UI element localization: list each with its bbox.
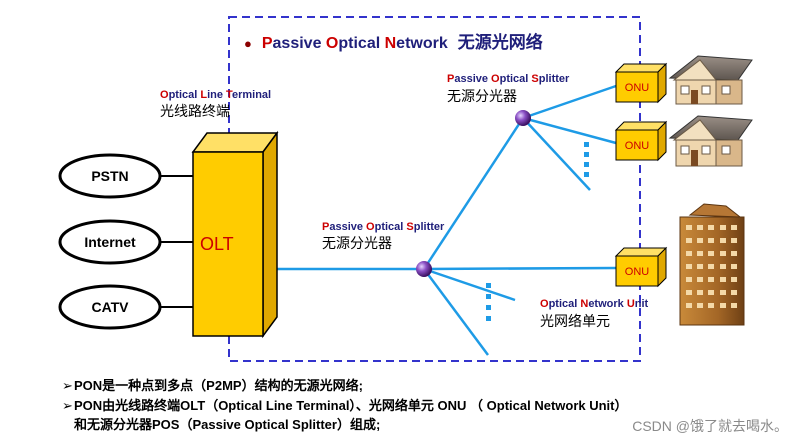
onu-box-1: ONU [614, 62, 668, 104]
more-onus-indicator-top [584, 142, 589, 177]
service-label: Internet [84, 234, 136, 250]
service-pstn: PSTN [58, 153, 162, 199]
olt-box-text: OLT [200, 234, 234, 254]
onu-box-text: ONU [625, 266, 650, 278]
bullet-line-2: ➢PON由光线路终端OLT（Optical Line Terminal）、光网络… [62, 398, 628, 413]
splitter-sphere-top [515, 110, 531, 126]
fiber-splitter-mid-branch [423, 267, 516, 302]
olt-label-zh: 光线路终端 [160, 103, 230, 119]
csdn-watermark: CSDN @饿了就去喝水。 [632, 418, 788, 434]
bullet-arrow-icon: ➢ [62, 398, 73, 413]
fiber-splitter2-onu1 [522, 84, 617, 120]
fiber-splitter2-down [522, 117, 591, 191]
splitter-mid-label-en: Passive Optical Splitter [322, 221, 445, 233]
title-zh: 无源光网络 [457, 33, 543, 52]
splitter-mid-label-zh: 无源分光器 [322, 235, 392, 251]
more-onus-indicator-bottom [486, 283, 491, 321]
service-catv: CATV [58, 284, 162, 330]
fiber-splitter-lower [422, 268, 490, 356]
fiber-lines [275, 84, 617, 356]
bullet-arrow-icon: ➢ [62, 378, 73, 393]
service-label: CATV [91, 299, 129, 315]
onu-box-text: ONU [625, 140, 650, 152]
fiber-splitter-upper [422, 117, 525, 270]
splitter-top-label-en: Passive Optical Splitter [447, 73, 570, 85]
house-icon-2 [668, 115, 753, 167]
onu-box-text: ONU [625, 82, 650, 94]
onu-box-3: ONU [614, 246, 668, 288]
service-label: PSTN [91, 168, 128, 184]
onu-label-zh: 光网络单元 [540, 313, 610, 329]
fiber-splitter-onu3 [423, 266, 617, 271]
service-internet: Internet [58, 219, 162, 265]
olt-box: OLT [191, 130, 279, 339]
office-building-icon [679, 203, 745, 326]
splitter-sphere-mid [416, 261, 432, 277]
bullet-line-1: ➢PON是一种点到多点（P2MP）结构的无源光网络; [62, 378, 363, 393]
house-icon-1 [668, 55, 753, 105]
onu-label-en: Optical Network Unit [540, 298, 649, 310]
bullet-line-3: 和无源分光器POS（Passive Optical Splitter）组成; [74, 417, 381, 432]
fiber-splitter2-onu2 [522, 116, 617, 145]
splitter-top-label-zh: 无源分光器 [447, 88, 517, 104]
olt-label-en: Optical Line Terminal [160, 89, 272, 101]
onu-box-2: ONU [614, 120, 668, 162]
title-bullet: ● [244, 36, 252, 51]
